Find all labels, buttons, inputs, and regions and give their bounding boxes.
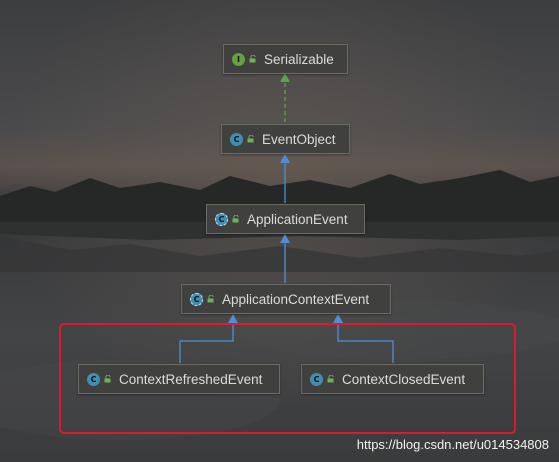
edge-arrow-event-object: [280, 154, 290, 163]
node-application-context-event[interactable]: C ApplicationContextEvent: [181, 284, 391, 314]
node-context-closed-event[interactable]: C ContextClosedEvent: [301, 364, 484, 394]
node-label: EventObject: [262, 131, 336, 147]
unlock-icon: [249, 55, 256, 63]
node-serializable[interactable]: I Serializable: [223, 44, 348, 74]
edge-arrow-context-closed: [333, 314, 343, 323]
class-c-icon: C: [310, 372, 323, 386]
watermark: https://blog.csdn.net/u014534808: [356, 437, 549, 452]
unlock-icon: [232, 215, 239, 223]
node-application-event[interactable]: C ApplicationEvent: [206, 204, 365, 234]
edge-arrow-context-refreshed: [228, 314, 238, 323]
node-label: ContextRefreshedEvent: [119, 371, 263, 387]
unlock-icon: [207, 295, 214, 303]
edge-arrow-application-event: [280, 234, 290, 243]
unlock-icon: [104, 375, 111, 383]
node-context-refreshed-event[interactable]: C ContextRefreshedEvent: [78, 364, 280, 394]
interface-i-icon: I: [232, 52, 245, 66]
unlock-icon: [247, 135, 254, 143]
highlight-box: [59, 323, 516, 434]
class-c-icon: C: [87, 372, 100, 386]
class-c-icon: C: [230, 132, 243, 146]
edge-extends-context-closed: [337, 323, 394, 363]
node-label: ApplicationContextEvent: [222, 291, 370, 307]
abstract-class-c-icon: C: [190, 292, 203, 306]
abstract-class-c-icon: C: [215, 212, 228, 226]
node-event-object[interactable]: C EventObject: [221, 124, 350, 154]
edge-arrow-serializable: [280, 73, 290, 82]
node-label: ApplicationEvent: [247, 211, 348, 227]
node-label: Serializable: [264, 51, 334, 67]
unlock-icon: [327, 375, 334, 383]
node-label: ContextClosedEvent: [342, 371, 466, 387]
edge-extends-context-refreshed: [179, 323, 234, 363]
